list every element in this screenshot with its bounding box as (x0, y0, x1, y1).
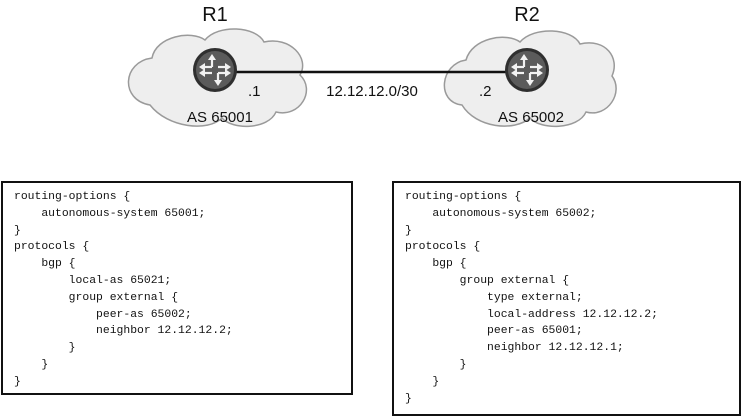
config-line: bgp { (405, 258, 467, 271)
r2-router-icon (505, 48, 549, 92)
r1-as-label: AS 65001 (187, 109, 253, 126)
config-line: bgp { (14, 258, 76, 271)
config-line: autonomous-system 65001; (14, 207, 206, 220)
r2-config-box: routing-options { autonomous-system 6500… (392, 181, 741, 416)
r1-router-icon (193, 48, 237, 92)
r2-config-lines: routing-options { autonomous-system 6500… (394, 183, 739, 407)
config-line: } (14, 358, 49, 371)
r2-name: R2 (514, 4, 540, 26)
config-line: protocols { (405, 241, 481, 254)
config-line: } (405, 392, 412, 405)
config-line: peer-as 65002; (14, 308, 192, 321)
config-line: neighbor 12.12.12.1; (405, 342, 624, 355)
r1-name: R1 (202, 4, 228, 26)
config-line: local-as 65021; (14, 274, 172, 287)
config-line: neighbor 12.12.12.2; (14, 325, 233, 338)
config-line: } (405, 358, 467, 371)
config-line: } (14, 224, 21, 237)
r2-interface-label: .2 (479, 83, 492, 100)
config-line: routing-options { (14, 191, 131, 203)
config-line: autonomous-system 65002; (405, 207, 597, 220)
subnet-label: 12.12.12.0/30 (326, 83, 418, 100)
r1-interface-label: .1 (248, 83, 261, 100)
r1-config-box: routing-options { autonomous-system 6500… (1, 181, 353, 395)
config-line: } (405, 224, 412, 237)
config-line: routing-options { (405, 191, 522, 203)
config-line: } (14, 342, 76, 355)
config-line: group external { (405, 274, 570, 287)
network-topology: R1 R2 .1 .2 12.12.12.0/30 AS 65001 AS 65… (127, 4, 617, 128)
r2-as-label: AS 65002 (498, 109, 564, 126)
config-line: } (405, 375, 440, 388)
config-line: type external; (405, 291, 583, 304)
r1-config-lines: routing-options { autonomous-system 6500… (3, 183, 351, 391)
config-line: group external { (14, 291, 179, 304)
config-line: } (14, 375, 21, 388)
config-line: local-address 12.12.12.2; (405, 308, 658, 321)
config-line: peer-as 65001; (405, 325, 583, 338)
config-line: protocols { (14, 241, 90, 254)
